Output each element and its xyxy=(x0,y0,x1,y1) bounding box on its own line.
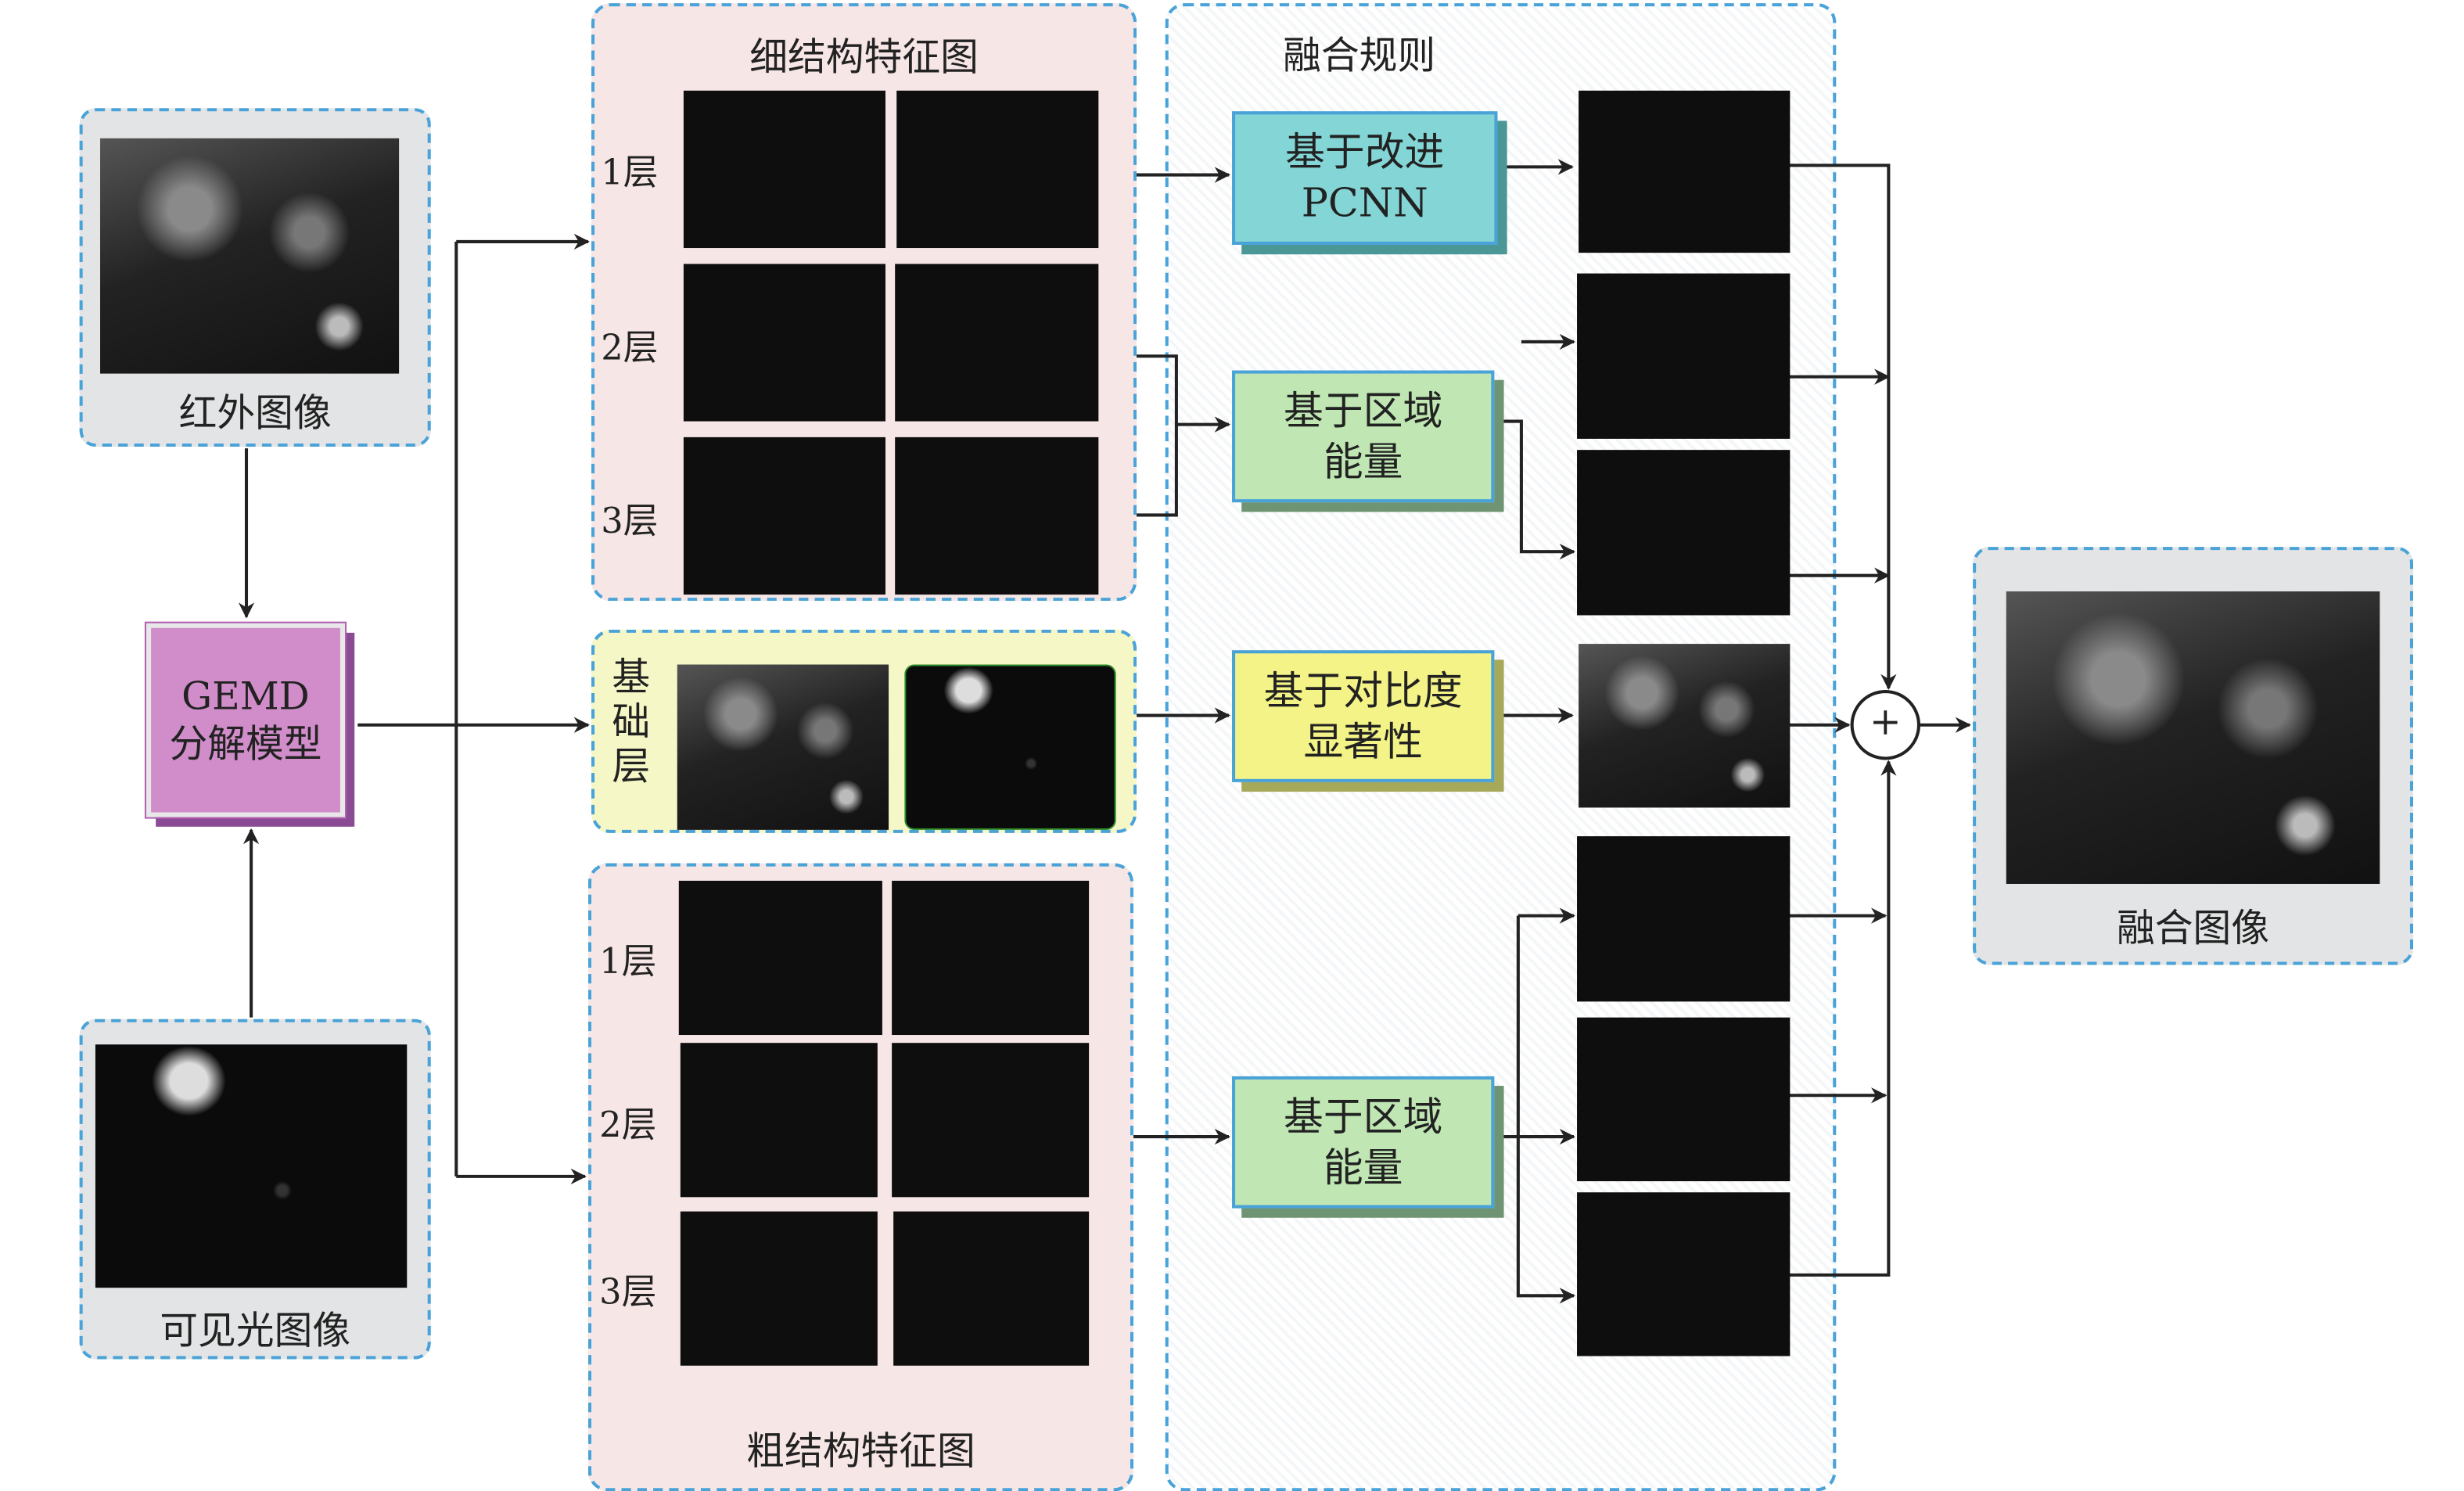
base-layer-visible-image xyxy=(904,664,1116,830)
rule-contrast-saliency: 基于对比度 显著性 xyxy=(1232,650,1495,782)
rule-improved-pcnn: 基于改进 PCNN xyxy=(1232,111,1498,245)
fused-coarse-image xyxy=(1577,835,1791,1002)
fused-output-panel: 融合图像 xyxy=(1973,547,2414,965)
fused-output-image xyxy=(2006,591,2380,884)
rule-line2: 能量 xyxy=(1323,437,1403,484)
fine-feature-image xyxy=(683,437,885,595)
rule-region-energy-coarse: 基于区域 能量 xyxy=(1232,1076,1495,1209)
coarse-structure-panel: 1层 2层 3层 粗结构特征图 xyxy=(587,863,1134,1491)
infrared-input-panel: 红外图像 xyxy=(79,108,431,447)
fused-base-image xyxy=(1579,644,1791,808)
fine-feature-image xyxy=(895,437,1099,595)
coarse-row-label-1: 1层 xyxy=(599,943,657,983)
rule-line1: 基于区域 xyxy=(1284,386,1443,433)
coarse-structure-title: 粗结构特征图 xyxy=(746,1429,975,1474)
fused-coarse-image xyxy=(1577,1192,1791,1356)
sum-symbol: + xyxy=(1869,699,1902,745)
base-layer-char: 层 xyxy=(612,744,651,789)
base-layer-char: 基 xyxy=(612,655,651,700)
fusion-rules-title: 融合规则 xyxy=(1283,33,1436,78)
fine-feature-image xyxy=(683,264,885,422)
fine-row-label-2: 2层 xyxy=(601,329,659,369)
fused-output-label: 融合图像 xyxy=(2117,906,2270,951)
rule-line2: 能量 xyxy=(1323,1144,1403,1191)
fine-feature-image xyxy=(895,264,1099,422)
fused-fine-image xyxy=(1579,90,1791,253)
fine-structure-panel: 细结构特征图 1层 2层 3层 xyxy=(591,3,1137,602)
coarse-feature-image xyxy=(680,1211,878,1366)
rule-region-energy-fine: 基于区域 能量 xyxy=(1232,370,1495,503)
base-layer-panel: 基 础 层 xyxy=(591,629,1137,833)
fine-feature-image xyxy=(683,90,885,249)
coarse-feature-image xyxy=(680,1043,878,1198)
rule-line1: 基于改进 xyxy=(1285,128,1445,175)
coarse-row-label-2: 2层 xyxy=(599,1106,657,1147)
gemd-line2: 分解模型 xyxy=(169,721,322,767)
fine-row-label-1: 1层 xyxy=(601,154,659,194)
gemd-line1: GEMD xyxy=(181,674,310,719)
gemd-decomposition-box: GEMD 分解模型 xyxy=(144,621,347,819)
coarse-feature-image xyxy=(678,880,882,1036)
base-layer-infrared-image xyxy=(677,664,889,830)
fused-fine-image xyxy=(1577,273,1791,439)
fine-feature-image xyxy=(896,90,1099,249)
visible-input-panel: 可见光图像 xyxy=(79,1019,431,1360)
coarse-feature-image xyxy=(892,880,1090,1036)
visible-image xyxy=(95,1044,408,1288)
rule-line2: 显著性 xyxy=(1303,717,1423,764)
coarse-feature-image xyxy=(892,1043,1090,1198)
rule-line1: 基于区域 xyxy=(1284,1093,1443,1140)
base-layer-char: 础 xyxy=(612,699,651,745)
visible-label: 可见光图像 xyxy=(160,1308,351,1353)
rule-line2: PCNN xyxy=(1301,179,1428,226)
fused-coarse-image xyxy=(1577,1017,1791,1181)
fine-row-label-3: 3层 xyxy=(601,502,659,543)
coarse-feature-image xyxy=(893,1211,1090,1366)
base-layer-label: 基 础 层 xyxy=(607,655,655,789)
fused-fine-image xyxy=(1577,450,1791,616)
infrared-image xyxy=(100,138,400,374)
rule-line1: 基于对比度 xyxy=(1263,666,1463,713)
fine-structure-title: 细结构特征图 xyxy=(749,34,979,80)
infrared-label: 红外图像 xyxy=(178,390,332,436)
coarse-row-label-3: 3层 xyxy=(599,1273,657,1313)
